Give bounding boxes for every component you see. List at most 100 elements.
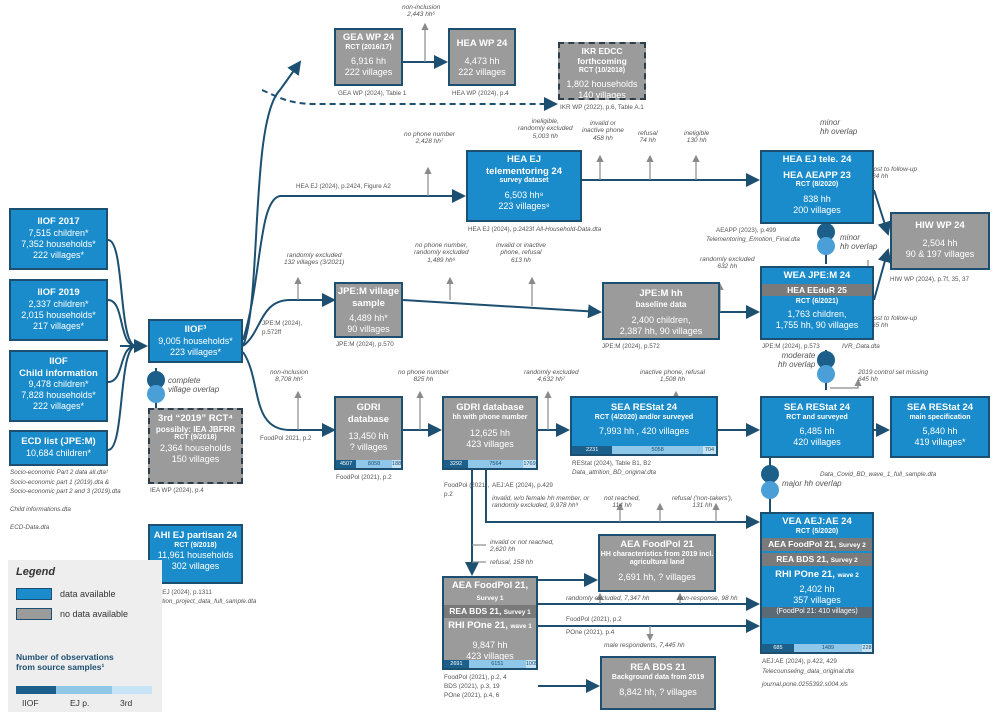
- source-aej-429: AEJ:AE (2024), p.429: [492, 482, 553, 489]
- source-hiw: HIW WP (2024), p.7f, 35, 37: [890, 276, 969, 283]
- box-gea-wp: GEA WP 24 RCT (2016/17) 6,916 hh 222 vil…: [334, 28, 403, 86]
- legend-col-third: 3rd: [120, 698, 133, 708]
- box-title: IIOF: [49, 356, 68, 367]
- arrow-iiof-heaej: [242, 189, 466, 341]
- source-covid-file: Data_Covid_BD_wave_1_full_sample.dta: [820, 471, 937, 478]
- box-title: RHI POne 21, wave 2: [775, 568, 859, 580]
- box-line: 2,691 hh, ? villages: [618, 571, 696, 582]
- obs-segment: 4507: [336, 460, 357, 468]
- box-line: 838 hh: [803, 193, 831, 204]
- box-line: 6,916 hh: [350, 56, 387, 67]
- box-title: WEA JPE:M 24: [783, 270, 851, 281]
- box-title: GEA WP 24: [342, 32, 395, 43]
- source-child-info: Child informations.dta: [10, 506, 71, 513]
- source-ecd: ECD-Data.dta: [10, 524, 50, 531]
- box-title: HEA AEAPP 23: [783, 169, 851, 181]
- box-line: 12,625 hh: [469, 428, 511, 439]
- box-line: 9,847 hh: [472, 639, 508, 650]
- box-line: 423 villages: [466, 439, 514, 450]
- box-line: 4,473 hh: [464, 55, 500, 66]
- box-line: 140 villages: [578, 90, 626, 100]
- box-vea-aej: VEA AEJ:AE 24 RCT (5/2020) AEA FoodPol 2…: [760, 512, 874, 654]
- box-line: 2,387 hh, 90 villages: [619, 326, 703, 337]
- note-major-overlap: major hh overlap: [782, 479, 842, 488]
- obs-bar-gdri: 450780581885: [336, 460, 401, 468]
- obs-segment: 1005: [525, 660, 536, 668]
- arrow-iiof-gdri: [242, 351, 336, 437]
- source-aeapp: AEAPP (2023), p.499: [716, 227, 777, 234]
- box-line: 2,015 households*: [21, 309, 96, 320]
- arrow-iiof-jpe: [242, 293, 336, 347]
- source-food-24: FoodPol (2021), p.2, 4: [444, 674, 507, 681]
- box-line: 6,503 hh⁸: [504, 189, 544, 200]
- source-jpe-572: JPE:M (2024), p.572: [602, 343, 660, 350]
- box-line: 2,337 children*: [28, 298, 89, 309]
- box-ecd-list: ECD list (JPE:M) 10,684 children*: [9, 430, 108, 466]
- source-foodpol-p2b-2: p.2: [444, 491, 453, 498]
- overlap-circle-moderate-bottom: [817, 365, 835, 383]
- source-aeapp-file: Telementoring_Emotion_Final.dta: [706, 236, 800, 243]
- box-title: SEA REStat 24: [906, 402, 974, 413]
- arrow-dashed-ikr: [261, 89, 558, 111]
- box-gdri-phone: GDRI database hh with phone number 12,62…: [442, 396, 538, 470]
- obs-segment: 5058: [612, 446, 704, 454]
- obs-segment: 1885: [391, 460, 401, 468]
- box-title: SEA REStat 24: [610, 402, 678, 413]
- source-gea: GEA WP (2024), Table 1: [338, 90, 407, 97]
- box-title: IIOF³: [184, 324, 207, 335]
- label-jpe-1: JPE:M (2024),: [262, 320, 303, 327]
- obs-segment: 228: [862, 644, 872, 652]
- legend-title: Legend: [16, 566, 56, 578]
- box-title: HEA WP 24: [456, 38, 508, 49]
- note-refusal-131: refusal ('non-takers'),131 hh: [672, 495, 733, 510]
- box-line: 6,485 hh: [799, 426, 835, 437]
- box-line: 223 villages⁸: [498, 200, 550, 211]
- box-title: telementoring 24: [485, 165, 563, 177]
- obs-segment: 704: [703, 446, 716, 454]
- legend-col-ej: EJ p.: [70, 698, 90, 708]
- box-line: 8,842 hh, ? villages: [619, 687, 697, 698]
- box-title: JPE:M village: [337, 286, 400, 297]
- box-line: 1,755 hh, 90 villages: [775, 320, 859, 331]
- source-foodpol-p2b-1: FoodPol (2021),: [444, 482, 490, 489]
- box-aea-survey-1: AEA FoodPol 21, Survey 1 REA BDS 21, Sur…: [442, 576, 538, 670]
- source-jpe-570: JPE:M (2024), p.570: [336, 341, 394, 348]
- box-line: 1,802 households: [566, 79, 638, 90]
- note-nonresp-98: non-response, 98 hh: [678, 595, 738, 602]
- box-band: HEA EEduR 25: [762, 283, 872, 296]
- box-line: 90 villages: [347, 324, 390, 335]
- box-line: 7,993 hh , 420 villages: [598, 426, 690, 437]
- source-pone-4: POne (2021), p.4: [566, 629, 615, 636]
- source-hea: HEA WP (2024), p.4: [452, 90, 509, 97]
- box-title: ECD list (JPE:M): [21, 436, 96, 447]
- box-line: 222 villages*: [32, 249, 85, 260]
- arrow-jpe-jpehh: [402, 299, 602, 319]
- box-sea-restat-surveyed: SEA REStat 24 RCT and surveyed 6,485 hh …: [760, 396, 874, 458]
- box-band: (FoodPol 21: 410 villages): [762, 607, 872, 618]
- box-ikr-edcc: IKR EDCC forthcoming RCT (10/2018) 1,802…: [558, 42, 646, 100]
- legend-bar-iiof: [16, 686, 56, 694]
- box-title: AHI EJ partisan 24: [153, 530, 238, 541]
- box-subtitle: RCT (9/2018): [174, 434, 217, 442]
- box-subtitle: baseline data: [635, 299, 687, 309]
- box-subtitle: RCT (2016/17): [345, 43, 392, 51]
- box-line: 10,684 children*: [25, 447, 92, 458]
- box-line: 420 villages: [793, 437, 841, 448]
- obs-segment: 685: [762, 644, 794, 652]
- box-title: database: [347, 413, 390, 425]
- label-foodpol-2021: FoodPol 2021, p.2: [260, 435, 312, 442]
- box-title: GDRI: [356, 402, 381, 413]
- box-line: 2,504 hh: [922, 237, 958, 248]
- source-bds-319: BDS (2021), p.3, 19: [444, 683, 500, 690]
- box-title: HIW WP 24: [915, 220, 965, 231]
- box-line: 2,402 hh: [799, 583, 835, 594]
